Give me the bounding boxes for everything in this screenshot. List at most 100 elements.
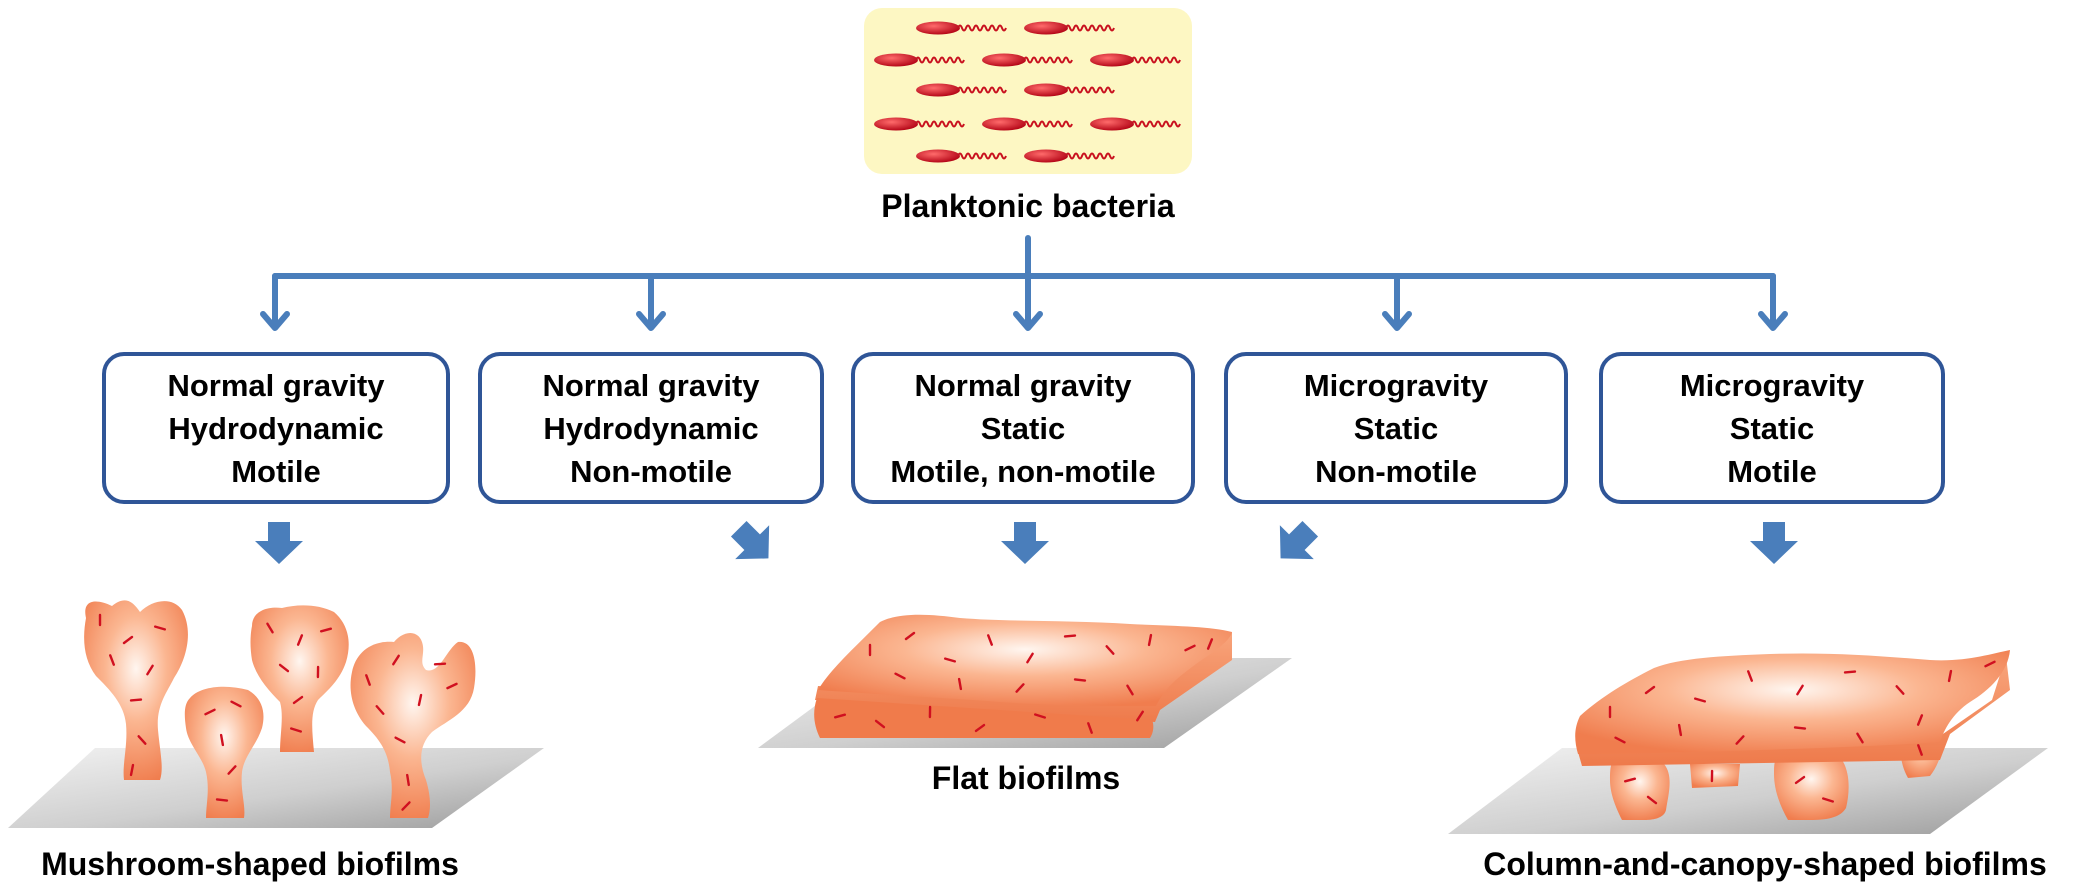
bacterium-cell [916,83,1007,97]
embedded-cell [266,622,274,634]
embedded-cell [894,672,906,680]
embedded-cell [1184,644,1196,652]
bacteria-cells [874,21,1181,163]
bacterium-cell [982,53,1073,67]
bacterium-cell [916,21,1007,35]
planktonic-bacteria-panel [864,8,1192,174]
embedded-cell [394,736,406,744]
condition-1-gravity: Normal gravity [167,367,385,403]
embedded-cell [1087,722,1093,734]
mushroom-4 [350,633,476,818]
canopy-top [1575,650,2010,754]
embedded-cell [446,682,458,690]
mushroom-biofilms-label: Mushroom-shaped biofilms [41,846,459,882]
embedded-cell [230,700,242,708]
block-arrow-down-1 [255,522,303,564]
flat-top [818,614,1232,706]
column-canopy-biofilms-label: Column-and-canopy-shaped biofilms [1483,846,2047,882]
embedded-cell [1015,683,1025,693]
block-arrow-down-3 [1001,522,1049,564]
embedded-cell [957,677,963,691]
connector-tree [260,235,1788,331]
embedded-cell [1677,723,1683,737]
embedded-cell [1796,684,1804,696]
embedded-cell [215,798,229,802]
condition-4-flow: Static [1353,410,1439,446]
embedded-cell [129,698,143,702]
embedded-cell [153,625,167,631]
flat-embedded-cells [833,631,1214,734]
condition-5-flow: Static [1729,410,1815,446]
condition-3-motility: Motile, non-motile [890,453,1156,489]
embedded-cell [1644,685,1656,695]
embedded-cell [1693,697,1707,703]
embedded-cell [292,695,304,705]
condition-1-flow: Hydrodynamic [168,410,384,446]
embedded-cell [1126,684,1134,696]
embedded-cell [1984,660,1996,668]
condition-3-flow: Static [980,410,1066,446]
condition-2-motility: Non-motile [570,453,732,489]
condition-box-5: Microgravity Static Motile [1599,352,1945,504]
mushroom-surface [8,748,544,828]
embedded-cell [943,657,957,663]
embedded-cell [1895,685,1905,695]
arrowhead-2 [636,311,666,331]
embedded-cell [219,733,225,747]
column-canopy-biofilm-illustration [1448,650,2048,834]
condition-4-gravity: Microgravity [1303,367,1489,403]
condition-box-4: Microgravity Static Non-motile [1224,352,1568,504]
bacterium-cell [1024,21,1115,35]
condition-5-motility: Motile [1727,453,1817,489]
embedded-cell [204,708,216,716]
condition-box-1: Normal gravity Hydrodynamic Motile [102,352,450,504]
embedded-cell [278,663,290,673]
embedded-cell [1147,633,1153,647]
block-arrow-down-5 [1750,522,1798,564]
embedded-cell [1917,744,1923,756]
condition-5-gravity: Microgravity [1679,367,1865,403]
embedded-cell [874,719,886,729]
embedded-cell [392,654,400,666]
embedded-cell [406,773,410,787]
arrowhead-1 [260,311,290,331]
embedded-cell [146,664,154,676]
condition-1-motility: Motile [231,453,321,489]
embedded-cell [987,634,993,646]
mushroom-biofilm-illustration [8,600,544,828]
embedded-cell [109,654,115,666]
block-arrows [255,520,1798,564]
arrowhead-3 [1013,311,1043,331]
embedded-cell [401,801,411,811]
flat-front-face [814,698,1154,738]
embedded-cell [433,662,447,666]
condition-3-gravity: Normal gravity [914,367,1132,403]
embedded-cell [833,713,847,719]
embedded-cell [290,727,302,733]
mushroom-2 [184,686,264,818]
arrowhead-4 [1382,311,1412,331]
bacterium-cell [982,117,1073,131]
embedded-cell [227,765,237,775]
embedded-cell [1206,638,1214,650]
embedded-cell [1947,669,1953,683]
flat-biofilms-label: Flat biofilms [931,760,1121,796]
embedded-cell [296,634,304,646]
embedded-cell [1136,710,1144,722]
bacterium-cell [1024,83,1115,97]
embedded-cell [1105,645,1115,655]
block-arrow-diagonal-2 [730,520,770,560]
canopy-column-3 [1774,753,1849,820]
embedded-cell [1623,777,1637,783]
bacterium-cell [1090,53,1181,67]
embedded-cell [1856,732,1864,744]
condition-4-motility: Non-motile [1315,453,1477,489]
condition-2-flow: Hydrodynamic [543,410,759,446]
embedded-cell [1034,713,1046,719]
embedded-cell [122,635,134,645]
condition-2-gravity: Normal gravity [542,367,760,403]
mushroom-embedded-cells [98,613,458,811]
embedded-cell [129,763,135,777]
